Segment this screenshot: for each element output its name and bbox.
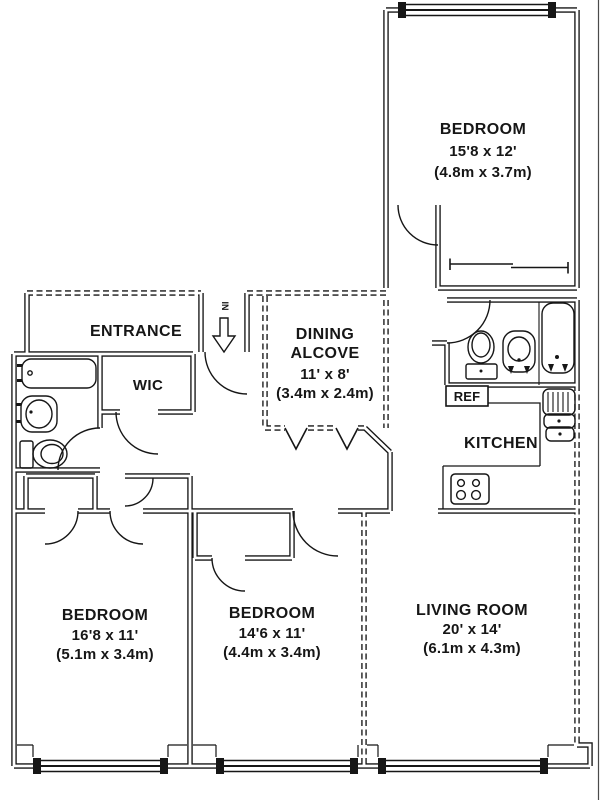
room-dims-metric: (3.4m x 2.4m)	[276, 385, 374, 402]
window-icon	[398, 2, 556, 18]
room-label-bedroom-middle: BEDROOM 14'6 x 11' (4.4m x 3.4m)	[223, 605, 321, 661]
room-dims-metric: (4.4m x 3.4m)	[223, 644, 321, 661]
bathroom-right-fixtures	[465, 302, 575, 385]
room-name: ALCOVE	[290, 345, 359, 362]
room-name: BEDROOM	[62, 607, 148, 624]
room-name: BEDROOM	[440, 121, 526, 138]
entrance-arrow	[211, 317, 237, 354]
room-label-wic: WIC	[133, 377, 163, 394]
room-label-bedroom-top: BEDROOM 15'8 x 12' (4.8m x 3.7m)	[434, 121, 532, 181]
alcove-opening-chevrons	[284, 427, 359, 451]
room-label-living-room: LIVING ROOM 20' x 14' (6.1m x 4.3m)	[416, 602, 528, 657]
window-icon	[367, 744, 574, 774]
opening-chevron-icon	[335, 427, 359, 451]
in-arrow-icon	[211, 317, 237, 354]
room-label-bedroom-left: BEDROOM 16'8 x 11' (5.1m x 3.4m)	[56, 607, 154, 663]
opening-chevron-icon	[284, 427, 308, 451]
room-dims-imperial: 11' x 8'	[300, 366, 350, 383]
toilet-icon	[19, 439, 68, 469]
door-swing-icon	[109, 510, 144, 545]
kitchen-sink-icon	[542, 388, 576, 442]
room-dims-imperial: 15'8 x 12'	[449, 143, 517, 160]
room-dims-metric: (6.1m x 4.3m)	[423, 640, 521, 657]
kitchen-counter-edge	[442, 402, 541, 509]
door-swings	[44, 204, 491, 592]
room-name: LIVING ROOM	[416, 602, 528, 619]
room-dims-imperial: 16'8 x 11'	[72, 627, 139, 644]
bathtub-icon	[541, 302, 575, 374]
windows	[17, 2, 574, 774]
bathtub-icon	[17, 358, 97, 389]
door-swing-icon	[204, 351, 248, 395]
room-label-kitchen: KITCHEN	[464, 435, 538, 452]
door-swing-icon	[115, 411, 159, 455]
entrance-label: ENTRANCE	[90, 323, 182, 340]
door-swing-icon	[397, 204, 439, 246]
sink-icon	[16, 395, 58, 433]
room-label-dining-alcove: DINING ALCOVE 11' x 8' (3.4m x 2.4m)	[276, 326, 374, 402]
toilet-icon	[465, 330, 498, 380]
sink-icon	[502, 330, 536, 374]
door-swing-icon	[57, 427, 101, 471]
room-dims-metric: (5.1m x 3.4m)	[56, 646, 154, 663]
door-swing-icon	[124, 477, 154, 507]
room-name: BEDROOM	[229, 605, 315, 622]
door-swing-icon	[446, 299, 491, 344]
window-icon	[17, 744, 187, 774]
bathroom-left-fixtures	[16, 358, 97, 469]
room-dims-imperial: 20' x 14'	[443, 621, 502, 638]
kitchen-fixtures	[442, 385, 576, 509]
room-name: DINING	[296, 326, 354, 343]
room-dims-metric: (4.8m x 3.7m)	[434, 164, 532, 181]
refrigerator-icon	[445, 385, 489, 407]
in-label: IN	[220, 302, 230, 311]
door-swing-icon	[44, 510, 79, 545]
refrigerator-label: REF	[454, 389, 481, 404]
room-dims-imperial: 14'6 x 11'	[239, 625, 306, 642]
door-swing-icon	[292, 510, 339, 557]
stove-icon	[450, 473, 490, 505]
window-icon	[193, 744, 359, 774]
closet-slider-icon	[449, 258, 569, 274]
door-swing-icon	[211, 557, 246, 592]
